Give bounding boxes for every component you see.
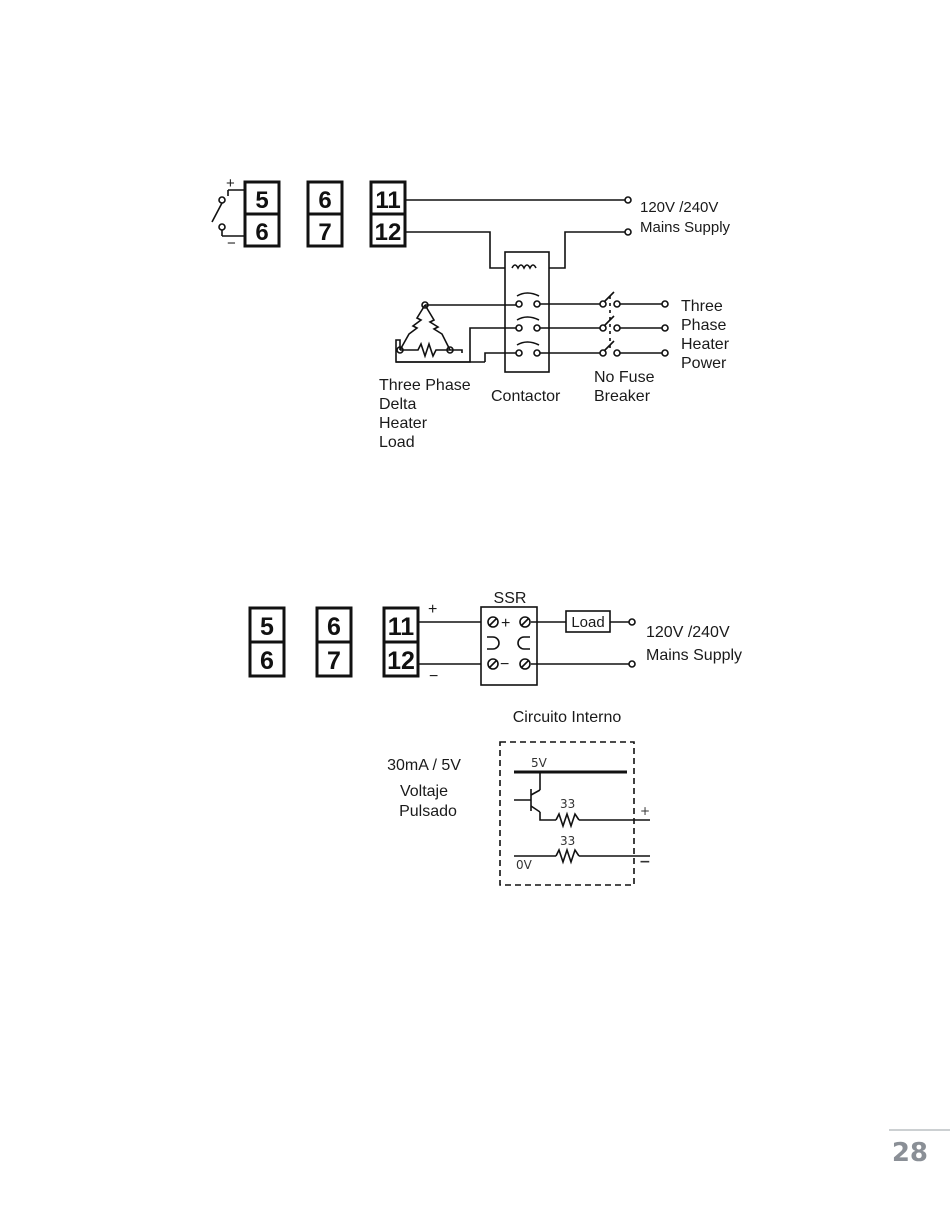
output-type-label: Pulsado (399, 803, 457, 820)
output-plus-sign: + (640, 804, 650, 818)
mains-voltage-label: 120V /240V (646, 624, 730, 641)
terminal-label: 7 (327, 647, 341, 675)
output-type-label: Voltaje (400, 783, 448, 800)
terminal-label: 6 (318, 187, 331, 214)
svg-text:No Fuse: No Fuse (594, 369, 655, 386)
page-number: 28 (892, 1138, 928, 1168)
svg-text:Power: Power (681, 355, 727, 372)
svg-text:Delta: Delta (379, 396, 416, 413)
input-plus-sign: + (226, 175, 235, 192)
internal-0v-label: 0V (516, 858, 533, 872)
svg-text:Heater: Heater (379, 415, 428, 432)
resistor-1-label: 33 (560, 797, 575, 811)
input-switch (212, 190, 245, 236)
mains-supply-label: Mains Supply (640, 219, 731, 236)
diagram-contactor: + − 5 6 6 7 11 12 120V /240V Mains (212, 175, 731, 451)
ssr-plus-sign: + (428, 601, 437, 618)
svg-text:Breaker: Breaker (594, 388, 651, 405)
internal-circuit: Circuito Interno 5V 33 33 0V + − 30mA / … (387, 709, 651, 885)
diagram-ssr: 5 6 6 7 11 12 + − SSR + − (250, 590, 742, 685)
terminal-label: 6 (327, 613, 341, 641)
terminal-label: 6 (260, 647, 274, 675)
svg-text:Three: Three (681, 298, 723, 315)
ssr-input-plus: + (501, 615, 510, 632)
ssr-control-wires (418, 622, 487, 664)
ssr-input-minus: − (500, 656, 509, 673)
heater-power-label: Three Phase Heater Power (681, 298, 730, 372)
input-minus-sign: − (227, 235, 236, 252)
resistor-2-label: 33 (560, 834, 575, 848)
terminal-label: 11 (388, 613, 415, 641)
breaker-wires (540, 292, 668, 356)
svg-text:Three Phase: Three Phase (379, 377, 471, 394)
terminal-label: 5 (255, 187, 268, 214)
svg-text:Phase: Phase (681, 317, 726, 334)
output-rating-label: 30mA / 5V (387, 757, 461, 774)
ssr-label: SSR (494, 590, 527, 607)
internal-circuit-wiring (514, 772, 650, 862)
terminal-label: 12 (375, 219, 402, 246)
contactor-label: Contactor (491, 388, 561, 405)
contactor (505, 252, 549, 372)
mains-supply-label: Mains Supply (646, 647, 742, 664)
terminal-label: 7 (318, 219, 331, 246)
delta-heater-load (396, 302, 516, 362)
terminal-label: 12 (387, 647, 415, 675)
breaker-label: No Fuse Breaker (594, 369, 655, 405)
svg-text:Heater: Heater (681, 336, 730, 353)
internal-5v-label: 5V (531, 756, 548, 770)
output-minus-sign: − (639, 854, 651, 870)
load-label: Load (571, 614, 604, 631)
svg-text:Load: Load (379, 434, 415, 451)
terminal-label: 11 (375, 187, 400, 214)
ssr-minus-sign: − (429, 668, 438, 685)
terminal-label: 5 (260, 613, 274, 641)
terminal-label: 6 (255, 219, 268, 246)
internal-circuit-title: Circuito Interno (513, 709, 622, 726)
mains-voltage-label: 120V /240V (640, 199, 718, 216)
delta-load-label: Three Phase Delta Heater Load (379, 377, 471, 451)
